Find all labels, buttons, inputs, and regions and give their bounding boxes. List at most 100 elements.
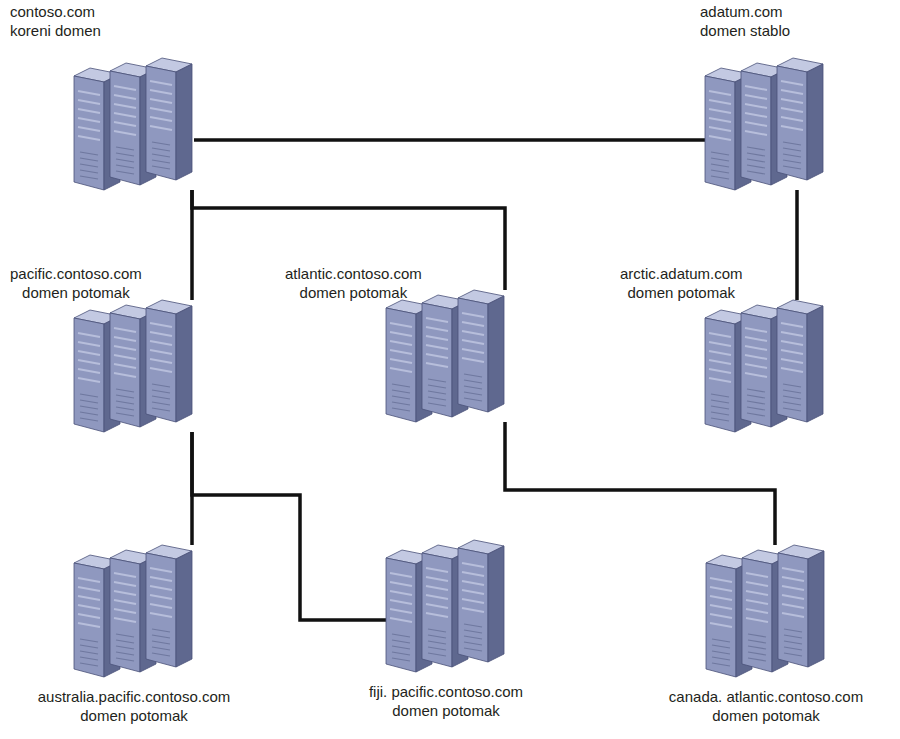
vent-slot xyxy=(783,154,801,157)
vent-slot xyxy=(712,645,730,648)
vent-slot xyxy=(464,398,482,401)
domain-role: domen potomak xyxy=(669,706,863,725)
tower-face xyxy=(422,303,452,417)
drive-bay xyxy=(462,599,484,603)
vent-slot xyxy=(392,408,410,411)
vent-slot xyxy=(80,639,98,642)
drive-bay xyxy=(781,323,803,327)
tower-face xyxy=(110,313,140,427)
drive-bay xyxy=(426,363,448,367)
server-tower xyxy=(777,300,823,422)
vent-slot xyxy=(747,165,765,168)
drive-bay xyxy=(462,563,484,567)
drive-bay xyxy=(746,591,768,595)
drive-bay xyxy=(426,595,448,599)
node-label: pacific.contoso.comdomen potomak xyxy=(10,264,142,302)
drive-bay xyxy=(78,360,100,364)
drive-bay xyxy=(150,359,172,363)
domain-role: domen potomak xyxy=(369,701,523,720)
node-label: canada. atlantic.contoso.comdomen potoma… xyxy=(669,687,863,725)
vent-slot xyxy=(428,629,446,632)
drive-bay xyxy=(462,581,484,585)
drive-bay xyxy=(78,351,100,355)
tower-face xyxy=(386,558,416,672)
vent-slot xyxy=(747,159,765,162)
drive-bay xyxy=(390,332,412,336)
vent-slot xyxy=(116,640,134,643)
drive-bay xyxy=(462,322,484,326)
domain-role: domen potomak xyxy=(285,283,422,302)
domain-name: adatum.com xyxy=(700,2,790,21)
vent-slot xyxy=(783,408,801,411)
vent-slot xyxy=(748,640,766,643)
drive-bay xyxy=(78,109,100,113)
drive-bay xyxy=(114,573,136,577)
server-icon xyxy=(705,58,825,190)
vent-slot xyxy=(464,648,482,651)
trust-link xyxy=(505,422,775,545)
tower-face xyxy=(778,553,808,667)
drive-bay xyxy=(782,595,804,599)
tower-face xyxy=(176,551,192,667)
vent-slot xyxy=(116,153,134,156)
drive-bay xyxy=(709,369,731,373)
vent-slot xyxy=(152,641,170,644)
drive-bay xyxy=(390,582,412,586)
vent-slot xyxy=(152,635,170,638)
drive-bay xyxy=(78,369,100,373)
drive-bay xyxy=(745,104,767,108)
drive-bay xyxy=(78,605,100,609)
vent-slot xyxy=(116,395,134,398)
vent-slot xyxy=(428,647,446,650)
drive-bay xyxy=(745,346,767,350)
drive-bay xyxy=(78,378,100,382)
vent-slot xyxy=(711,158,729,161)
drive-bay xyxy=(114,337,136,341)
vent-slot xyxy=(152,408,170,411)
drive-bay xyxy=(78,118,100,122)
vent-slot xyxy=(464,624,482,627)
drive-bay xyxy=(114,618,136,622)
tower-face xyxy=(807,64,823,180)
vent-slot xyxy=(428,385,446,388)
tower-face xyxy=(146,308,176,422)
trust-link xyxy=(192,190,505,290)
drive-bay xyxy=(746,600,768,604)
server-icon xyxy=(74,545,194,677)
drive-bay xyxy=(78,614,100,618)
drive-bay xyxy=(150,604,172,608)
drive-bay xyxy=(390,368,412,372)
drive-bay xyxy=(114,86,136,90)
drive-bay xyxy=(390,573,412,577)
drive-bay xyxy=(390,323,412,327)
vent-slot xyxy=(748,634,766,637)
tower-face xyxy=(458,548,488,662)
node-label: contoso.comkoreni domen xyxy=(10,2,101,40)
drive-bay xyxy=(426,336,448,340)
drive-bay xyxy=(745,337,767,341)
vent-slot xyxy=(783,142,801,145)
drive-bay xyxy=(782,577,804,581)
tower-face xyxy=(742,558,772,672)
drive-bay xyxy=(114,591,136,595)
drive-bay xyxy=(114,373,136,377)
drive-bay xyxy=(114,113,136,117)
server-node: contoso.comkoreni domen xyxy=(74,58,194,190)
server-icon xyxy=(74,58,194,190)
drive-bay xyxy=(426,577,448,581)
vent-slot xyxy=(392,640,410,643)
vent-slot xyxy=(748,652,766,655)
drive-bay xyxy=(710,587,732,591)
tower-face xyxy=(176,306,192,422)
tower-face xyxy=(74,563,104,677)
tower-face xyxy=(110,558,140,672)
tower-face xyxy=(110,71,140,185)
vent-slot xyxy=(80,645,98,648)
vent-slot xyxy=(80,394,98,397)
trust-link xyxy=(795,190,799,300)
drive-bay xyxy=(462,340,484,344)
vent-slot xyxy=(152,384,170,387)
drive-bay xyxy=(781,341,803,345)
vent-slot xyxy=(711,400,729,403)
server-tower xyxy=(146,300,192,422)
